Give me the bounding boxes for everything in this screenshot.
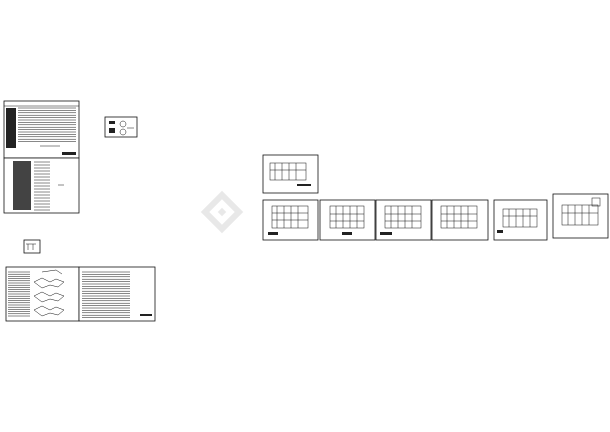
left-table-sheet — [3, 100, 80, 159]
left-lower-table-sheet — [3, 157, 80, 214]
elevation-sheet-3 — [375, 199, 432, 241]
floorplan-shapes — [33, 269, 65, 317]
watermark — [200, 190, 244, 234]
elevation-sheet-2 — [319, 199, 376, 241]
small-symbol-sheet — [23, 239, 41, 254]
elevation-sheet-4 — [431, 199, 489, 241]
elevation-sheet-top — [262, 154, 319, 194]
elevation-sheet-1 — [262, 199, 319, 241]
elevation-sheet-6 — [552, 193, 609, 239]
elevation-sheet-5 — [493, 199, 548, 241]
diamond-logo-icon — [200, 190, 244, 234]
small-detail-sheet — [104, 116, 138, 138]
floorplan-list-sheet — [5, 266, 156, 322]
